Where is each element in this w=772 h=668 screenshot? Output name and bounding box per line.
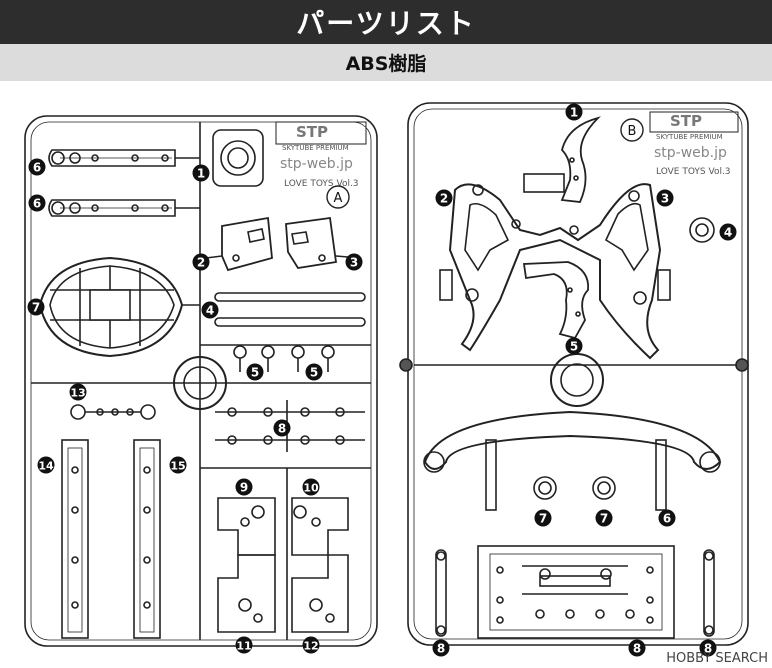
label-a-5b: 5 (310, 366, 318, 380)
label-a-11: 11 (236, 640, 251, 653)
label-a-8: 8 (278, 422, 286, 436)
markers-b: 1 2 3 4 5 6 7 7 8 8 8 (432, 103, 737, 657)
label-a-6b: 6 (33, 197, 41, 211)
runner-a-letter: A (334, 191, 343, 206)
label-a-12: 12 (303, 640, 318, 653)
label-b-8c: 8 (704, 642, 712, 656)
markers-a: 1 2 3 4 5 5 6 6 7 8 9 10 11 12 13 14 15 (27, 158, 363, 654)
label-a-5a: 5 (251, 366, 259, 380)
material-label: ABS樹脂 (0, 44, 772, 81)
label-b-5: 5 (570, 340, 578, 354)
label-a-14: 14 (38, 460, 54, 473)
runner-b-url: stp-web.jp (654, 145, 727, 161)
label-b-8a: 8 (437, 642, 445, 656)
parts-diagram: STP SKYTUBE PREMIUM stp-web.jp LOVE TOYS… (24, 102, 749, 657)
runner-a-logo-mark: STP (296, 123, 328, 141)
watermark: HOBBY SEARCH (666, 651, 768, 666)
runner-b-logo-sub: SKYTUBE PREMIUM (656, 133, 723, 141)
label-b-3: 3 (661, 192, 669, 206)
runner-b-logo-mark: STP (670, 112, 702, 130)
label-b-7a: 7 (539, 512, 547, 526)
label-a-9: 9 (240, 481, 248, 495)
label-a-15: 15 (170, 460, 185, 473)
runner-b-product: LOVE TOYS Vol.3 (656, 167, 731, 177)
runner-a-logo-sub: SKYTUBE PREMIUM (282, 144, 349, 152)
runner-a-url: stp-web.jp (280, 156, 353, 172)
label-b-6: 6 (663, 512, 671, 526)
runner-a-logo: STP SKYTUBE PREMIUM stp-web.jp LOVE TOYS… (280, 123, 359, 189)
label-b-2: 2 (440, 192, 448, 206)
label-b-8b: 8 (633, 642, 641, 656)
label-a-10: 10 (303, 482, 319, 495)
runner-b-letter: B (628, 124, 637, 139)
label-b-1: 1 (570, 106, 578, 120)
label-a-6a: 6 (33, 161, 41, 175)
runner-b-logo: STP SKYTUBE PREMIUM stp-web.jp LOVE TOYS… (649, 111, 739, 177)
label-a-4: 4 (206, 304, 214, 318)
label-a-1: 1 (197, 167, 205, 181)
page-title: パーツリスト (0, 0, 772, 44)
runner-a-frame (24, 115, 378, 647)
runner-a (24, 115, 378, 647)
label-b-4: 4 (724, 226, 732, 240)
label-a-13: 13 (70, 387, 85, 400)
label-a-3: 3 (350, 256, 358, 270)
label-a-7: 7 (32, 301, 40, 315)
runner-a-product: LOVE TOYS Vol.3 (284, 179, 359, 189)
label-b-7b: 7 (600, 512, 608, 526)
label-a-2: 2 (197, 256, 205, 270)
runner-b-frame (407, 102, 749, 646)
runner-b (399, 102, 749, 646)
